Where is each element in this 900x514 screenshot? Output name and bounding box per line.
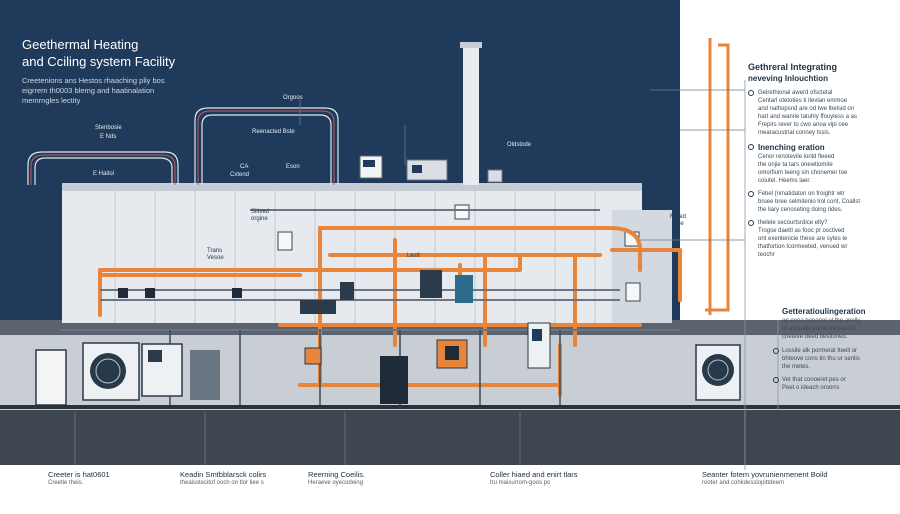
right-lower-heading: Getteratioulingeration — [782, 307, 866, 316]
intro-line-1: Creetenions ans Hestos rhaaching pliy bo… — [22, 76, 165, 85]
label-trans-sub: Vesoe — [207, 255, 224, 261]
block4-line: thatfortion Icormeeted, venued wr — [758, 244, 848, 250]
bottom-label-2: Keadin Smtbblarsck colirs theaisstecitof… — [180, 470, 266, 487]
block1-line: Frepirs rever to cwo anoa vipi cee — [758, 122, 849, 128]
label-oldstode: Oldstode — [507, 142, 532, 148]
bottom-label-3: Reerning Coeilis. Heraeve oyecodeing — [308, 470, 365, 487]
block3-line: Febel (nmatidaton on froightr wtr — [758, 191, 845, 197]
label-ca: CA — [240, 164, 249, 170]
bottom-label-title: Seanter fotem yovrunienmenent Boild — [702, 470, 828, 479]
label-lestl: Lestl — [407, 253, 420, 259]
bullet-icon — [773, 377, 779, 383]
label-eson: Eson — [286, 164, 300, 170]
right-lower-item-2: Vet that conoeret pes or Peet o ideach o… — [773, 376, 897, 392]
label-trans: Trans — [207, 248, 223, 254]
bottom-label-title: Keadin Smtbblarsck colirs — [180, 470, 267, 479]
bottom-label-title: Creeter is hat0601 — [48, 470, 110, 479]
title-line-2: and Cciling system Facility — [22, 54, 176, 69]
block1-line: hart and wanrie tatuhly ffouyless a as — [758, 114, 857, 120]
bottom-label-sub: rooter and cohkdesslopittdeem — [702, 480, 785, 486]
block3-line: bruee bree selmitenio lrol cont, Coallst — [758, 199, 861, 205]
title-line-1: Geethermal Heating — [22, 37, 139, 52]
block1-line: Centarl otetoties ti Ilevlan emmoe — [758, 98, 848, 104]
info-block-3: Febel (nmatidaton on froightr wtr bruee … — [748, 190, 896, 214]
block4-line: ont exentenicie these are sytes te — [758, 236, 848, 242]
right-lower-line: cheteve deed bestioned. — [782, 334, 848, 340]
block2-line: coiutel. Heems laer. — [758, 178, 811, 184]
bullet-icon — [748, 191, 754, 197]
block2-heading: Inenching eration — [758, 143, 825, 152]
intro-text: Creetenions ans Hestos rhaaching pliy bo… — [22, 76, 222, 106]
right-lower-panel: Getteratioulingeration op oona penonel u… — [773, 306, 897, 392]
label-e-nds: E Nds — [100, 134, 117, 140]
right-lower-item-1: Lossile alk pormerat tteell or bhteove c… — [773, 347, 897, 371]
info-block-4: thelele secourtsrdice elty? Trogse daett… — [748, 219, 896, 259]
item2-line: Peet o ideach oroorrs — [782, 385, 840, 391]
bullet-icon — [748, 144, 754, 150]
info-block-2: Inenching eration Cenor renotevile ionld… — [748, 142, 896, 185]
block3-line: the liary cenoseting doing rides. — [758, 207, 843, 213]
bottom-label-sub: Heraeve oyecodeing — [308, 480, 364, 486]
bottom-label-sub: Creetle theis. — [48, 480, 84, 486]
block1-line: Gelrethional awerd ofsctetal — [758, 90, 833, 96]
block2-line: omorfium teeng sin chonemer toe — [758, 170, 848, 176]
label-mixed-sub: tape — [672, 221, 684, 227]
item2-line: Vet that conoeret pes or — [782, 377, 846, 383]
right-panel-heading: Gethreral Integrating — [748, 62, 838, 72]
item1-line: bhteove cons tin thu ur senlis — [782, 356, 860, 362]
item1-line: Lossile alk pormerat tteell or — [782, 348, 858, 354]
bottom-label-title: Coller hiaed and enirt tlars — [490, 470, 578, 479]
bottom-label-4: Coller hiaed and enirt tlars tru maisurr… — [490, 470, 578, 487]
label-cxtend: Cxtend — [230, 172, 250, 178]
bottom-label-sub: tru maisurrom-goos po — [490, 480, 551, 486]
bottom-label-sub: theaisstecitof ooch on tlor liee s — [180, 480, 264, 486]
block4-line: Trogse daettl as fooc pr osctived — [758, 228, 845, 234]
info-block-1: Gelrethional awerd ofsctetal Centarl ote… — [748, 89, 896, 137]
bottom-label-title: Reerning Coeilis. — [308, 470, 366, 479]
right-panel-subheading: neveving Inlouchtion — [748, 74, 829, 83]
label-e-haitol: E Haitol — [93, 171, 115, 177]
label-siitved-sub: orgine — [251, 216, 268, 222]
item1-line: the metes. — [782, 364, 811, 370]
bullet-icon — [748, 220, 754, 226]
block4-line: teochr — [758, 252, 775, 258]
block2-line: Cenor renotevile ionld fleeed — [758, 154, 835, 160]
block1-line: and nalhopsnd are od twe lbelsid on — [758, 106, 855, 112]
label-mixed: Mixed — [670, 214, 687, 220]
intro-line-3: memrngles lectity — [22, 96, 81, 105]
intro-line-2: eigrrem th0003 blemg and haatinalation — [22, 86, 155, 95]
bullet-icon — [773, 348, 779, 354]
right-lower-line: or annuolereanto miceesst? — [782, 326, 857, 332]
bullet-icon — [748, 90, 754, 96]
label-reenacted: Reenacted Bste — [252, 129, 295, 135]
label-orgoos: Orgoos — [283, 95, 303, 101]
label-siitved: Siitved — [251, 209, 270, 215]
right-lower-line: op oona penonel ul the anelly, — [782, 318, 862, 324]
block2-line: the onjie ta tars onewtiomite — [758, 162, 833, 168]
diagram-title: Geethermal Heating and Cciling system Fa… — [22, 36, 222, 70]
bottom-label-1: Creeter is hat0601 Creetle theis. — [48, 470, 110, 487]
block1-line: mearacustrial conney tssis. — [758, 130, 831, 136]
label-stenbosie: Stenbosie — [95, 125, 122, 131]
block4-line: thelele secourtsrdice elty? — [758, 220, 828, 226]
bottom-label-5: Seanter fotem yovrunienmenent Boild root… — [702, 470, 828, 487]
right-panel: Gethreral Integrating neveving Inlouchti… — [748, 62, 896, 259]
